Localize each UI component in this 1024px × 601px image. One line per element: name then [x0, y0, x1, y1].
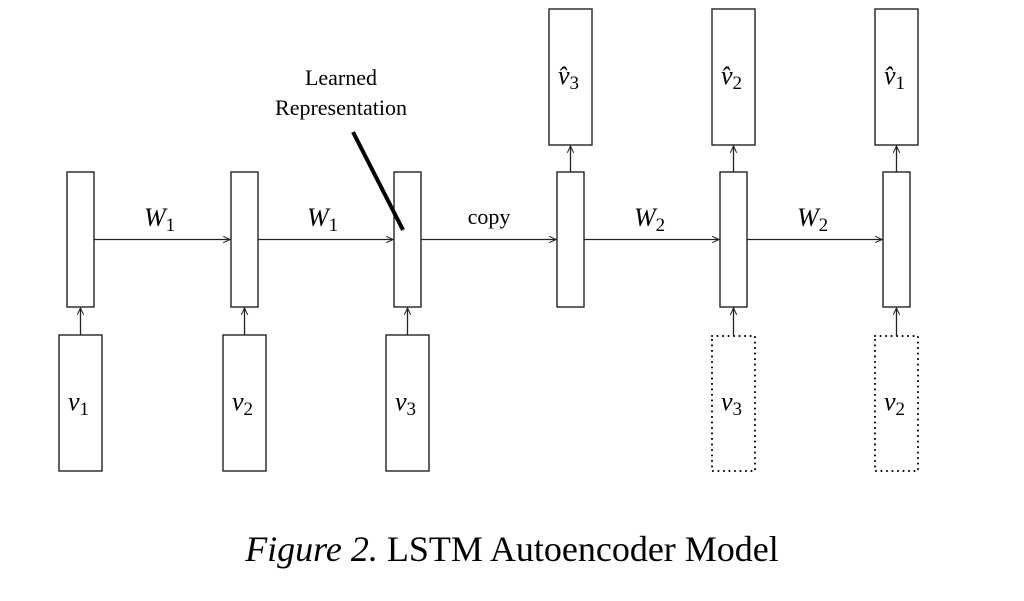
- encoder-input-box-2: [222, 334, 267, 472]
- caption-text: LSTM Autoencoder Model: [386, 529, 779, 569]
- input-label-1: v1: [68, 387, 89, 420]
- decoder-hidden-unit-3: [882, 171, 911, 308]
- encoder-hidden-unit-1: [66, 171, 95, 308]
- conditioning-label-2: v2: [884, 387, 905, 420]
- decoder-weight-label-2: W2: [797, 203, 828, 236]
- encoder-hidden-unit-2: [230, 171, 259, 308]
- caption-label: Figure 2.: [245, 529, 378, 569]
- input-label-3: v3: [395, 387, 416, 420]
- decoder-output-box-3: [874, 8, 919, 146]
- learned-representation-pointer: [351, 131, 405, 231]
- input-label-2: v2: [232, 387, 253, 420]
- encoder-input-box-1: [58, 334, 103, 472]
- figure-caption: Figure 2. LSTM Autoencoder Model: [0, 528, 1024, 570]
- annotation-line-2: Representation: [275, 95, 407, 120]
- encoder-hidden-unit-3: [393, 171, 422, 308]
- output-label-2: v̂2: [721, 61, 742, 94]
- output-label-3: v̂1: [884, 61, 905, 94]
- copy-label: copy: [468, 204, 511, 229]
- decoder-hidden-unit-2: [719, 171, 748, 308]
- decoder-output-box-2: [711, 8, 756, 146]
- output-label-1: v̂3: [558, 61, 579, 94]
- decoder-weight-label-1: W2: [634, 203, 665, 236]
- decoder-hidden-unit-1: [556, 171, 585, 308]
- conditioning-label-1: v3: [721, 387, 742, 420]
- encoder-weight-label-2: W1: [307, 203, 338, 236]
- annotation-line-1: Learned: [305, 65, 377, 90]
- encoder-weight-label-1: W1: [144, 203, 175, 236]
- decoder-output-box-1: [548, 8, 593, 146]
